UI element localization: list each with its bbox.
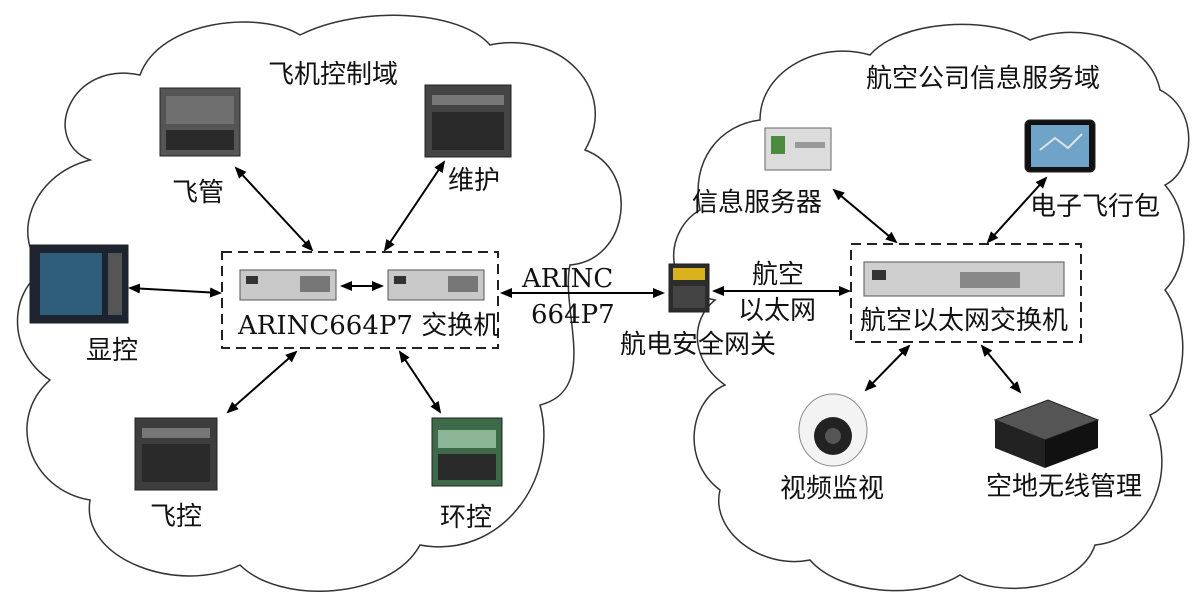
- arinc-switch-box: [221, 251, 499, 349]
- arrow-flight-mgmt: [234, 166, 314, 252]
- arrow-flight-ctrl: [226, 350, 298, 414]
- video-camera-device: [798, 393, 868, 467]
- arrow-display-ctrl: [128, 283, 222, 298]
- display-ctrl-device: [29, 244, 129, 324]
- wireless-mgmt-device: [993, 399, 1100, 468]
- eth-switch-box: [850, 243, 1082, 343]
- eth-switch-label: 航空以太网交换机: [860, 306, 1069, 336]
- eth-link-label-1: 航空: [752, 260, 805, 290]
- arinc-link-label-1: ARINC: [522, 264, 614, 294]
- eth-link-label-2: 以太网: [738, 296, 817, 326]
- security-gateway-device: [668, 263, 710, 313]
- flight-mgmt-device: [159, 87, 241, 157]
- arrow-wireless: [980, 344, 1022, 394]
- display-ctrl-label: 显控: [86, 336, 139, 366]
- env-ctrl-label: 环控: [440, 503, 493, 533]
- arrow-efb: [986, 176, 1048, 244]
- info-server-device: [764, 127, 832, 171]
- arrow-maintenance: [383, 160, 446, 252]
- flight-ctrl-label: 飞控: [150, 502, 203, 532]
- video-label: 视频监视: [780, 474, 885, 504]
- left-domain-title: 飞机控制域: [268, 60, 399, 90]
- efb-label: 电子飞行包: [1030, 192, 1161, 222]
- info-server-label: 信息服务器: [692, 188, 823, 218]
- arrow-video: [864, 344, 911, 392]
- arinc-switch-unit-b: [387, 269, 485, 301]
- maintenance-device: [424, 84, 512, 158]
- arrow-info-server: [832, 188, 898, 244]
- flight-ctrl-device: [134, 417, 218, 491]
- arinc-link-label-2: 664P7: [531, 300, 615, 330]
- airline-info-domain-cloud: [672, 23, 1190, 592]
- gateway-label: 航电安全网关: [620, 330, 777, 360]
- eth-switch-unit: [863, 261, 1065, 297]
- right-domain-title: 航空公司信息服务域: [866, 64, 1101, 94]
- flight-mgmt-label: 飞管: [172, 178, 225, 208]
- maintenance-label: 维护: [448, 166, 501, 196]
- arrow-env-ctrl: [398, 350, 442, 414]
- aircraft-control-domain-cloud: [16, 14, 622, 592]
- efb-tablet-device: [1024, 119, 1096, 173]
- arinc-switch-label: ARINC664P7 交换机: [238, 311, 500, 341]
- wireless-label: 空地无线管理: [986, 472, 1143, 502]
- arinc-switch-unit-a: [239, 269, 337, 301]
- env-ctrl-device: [431, 417, 503, 487]
